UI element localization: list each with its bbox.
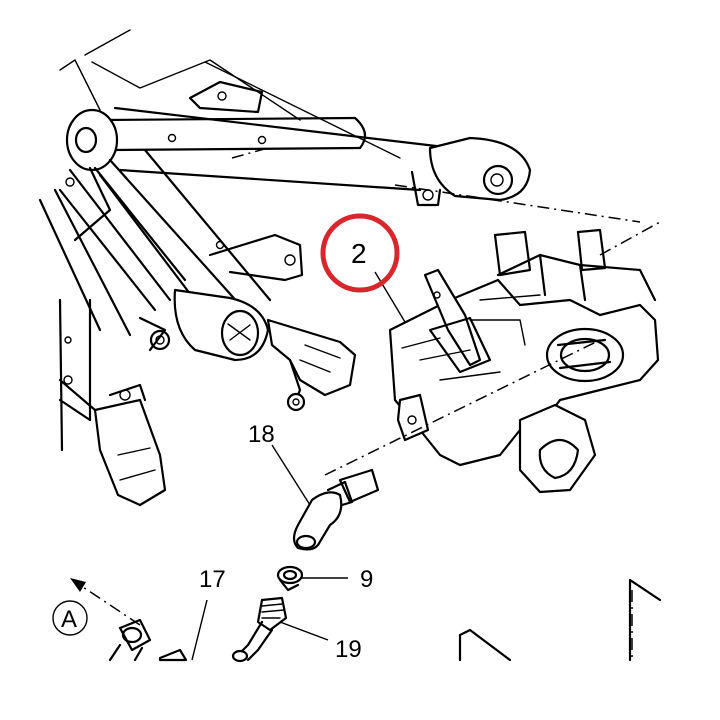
callout-part-17: 17 [199, 566, 226, 593]
part-19-fitting [231, 596, 329, 663]
callout-part-18: 18 [248, 421, 275, 448]
part-2-housing [324, 221, 661, 494]
lower-right-fragments [458, 578, 662, 662]
callout-part-2: 2 [351, 238, 367, 269]
view-a-label: A [61, 606, 77, 633]
part-2-highlight-circle [320, 213, 400, 293]
callout-part-9: 9 [360, 566, 373, 593]
part-18-hose [271, 444, 380, 551]
part-9-clamp [276, 565, 348, 592]
part-17-bracket [52, 578, 208, 662]
frame-assembly [38, 29, 641, 507]
callout-part-19: 19 [335, 636, 362, 663]
